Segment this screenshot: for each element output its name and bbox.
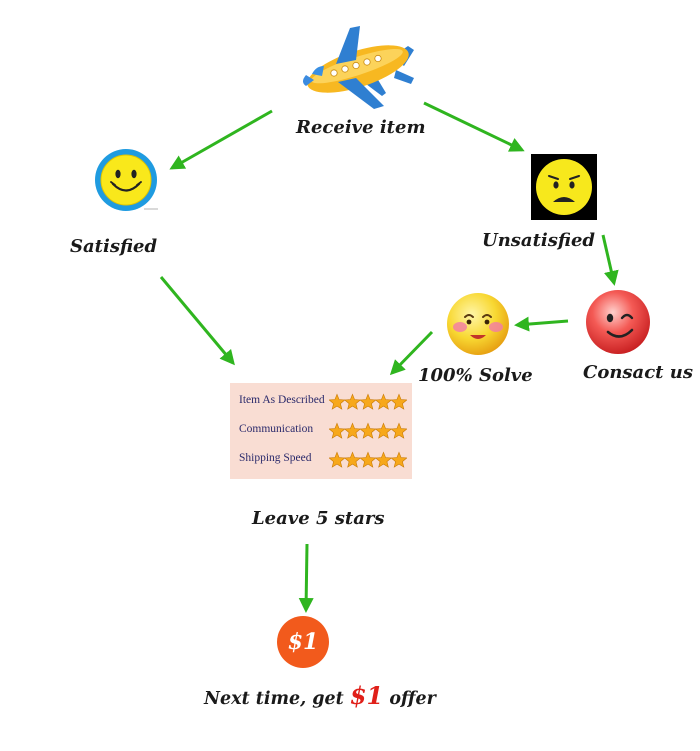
five-stars-icon — [329, 393, 407, 410]
star-icon — [359, 393, 377, 410]
star-icon — [390, 393, 407, 410]
satisfied-label: Satisfied — [70, 236, 158, 257]
arrow-contact-to-solve — [514, 316, 569, 332]
rating-row: Communication — [230, 417, 412, 447]
unsatisfied-label: Unsatisfied — [482, 230, 595, 251]
worried-face-icon — [531, 154, 597, 220]
star-icon — [390, 451, 407, 468]
coin-badge-icon: $1 — [276, 615, 330, 669]
winking-face-icon — [586, 290, 650, 354]
smiley-face-icon — [95, 149, 158, 211]
rating-label: Communication — [239, 423, 314, 435]
coin-amount-text: $1 — [287, 629, 319, 655]
offer-amount: $1 — [349, 681, 384, 710]
arrow-receive-to-unsatisfied — [423, 101, 525, 152]
arrow-unsatisfied-to-contact — [601, 234, 619, 286]
star-icon — [343, 393, 362, 410]
offer-prefix: Next time, get — [204, 689, 350, 709]
rating-row: Shipping Speed — [230, 446, 412, 476]
airplane-icon — [303, 26, 414, 109]
contact-us-label: Consact us — [583, 362, 693, 383]
blushing-face-icon — [447, 293, 509, 355]
rating-label: Item As Described — [239, 394, 325, 406]
star-icon — [374, 451, 393, 468]
star-icon — [329, 451, 346, 468]
leave-stars-label: Leave 5 stars — [252, 508, 385, 529]
star-icon — [374, 422, 393, 439]
solve-label: 100% Solve — [418, 365, 533, 386]
star-icon — [343, 451, 362, 468]
five-stars-icon — [329, 422, 407, 439]
star-icon — [329, 422, 346, 439]
star-icon — [374, 393, 393, 410]
arrow-card-to-offer — [298, 543, 314, 613]
star-rating-card: Item As Described Communication Shipping… — [230, 383, 412, 479]
star-icon — [359, 422, 377, 439]
offer-label: Next time, get $1 offer — [204, 681, 436, 710]
arrow-satisfied-to-card — [159, 276, 235, 366]
star-icon — [359, 451, 377, 468]
arrow-receive-to-satisfied — [169, 109, 273, 170]
arrow-solve-to-card — [389, 330, 434, 376]
offer-suffix: offer — [383, 689, 436, 709]
five-stars-icon — [329, 451, 407, 468]
star-icon — [390, 422, 407, 439]
star-icon — [329, 393, 346, 410]
receive-item-label: Receive item — [296, 117, 426, 138]
star-icon — [343, 422, 362, 439]
rating-row: Item As Described — [230, 388, 412, 418]
rating-label: Shipping Speed — [239, 452, 312, 464]
